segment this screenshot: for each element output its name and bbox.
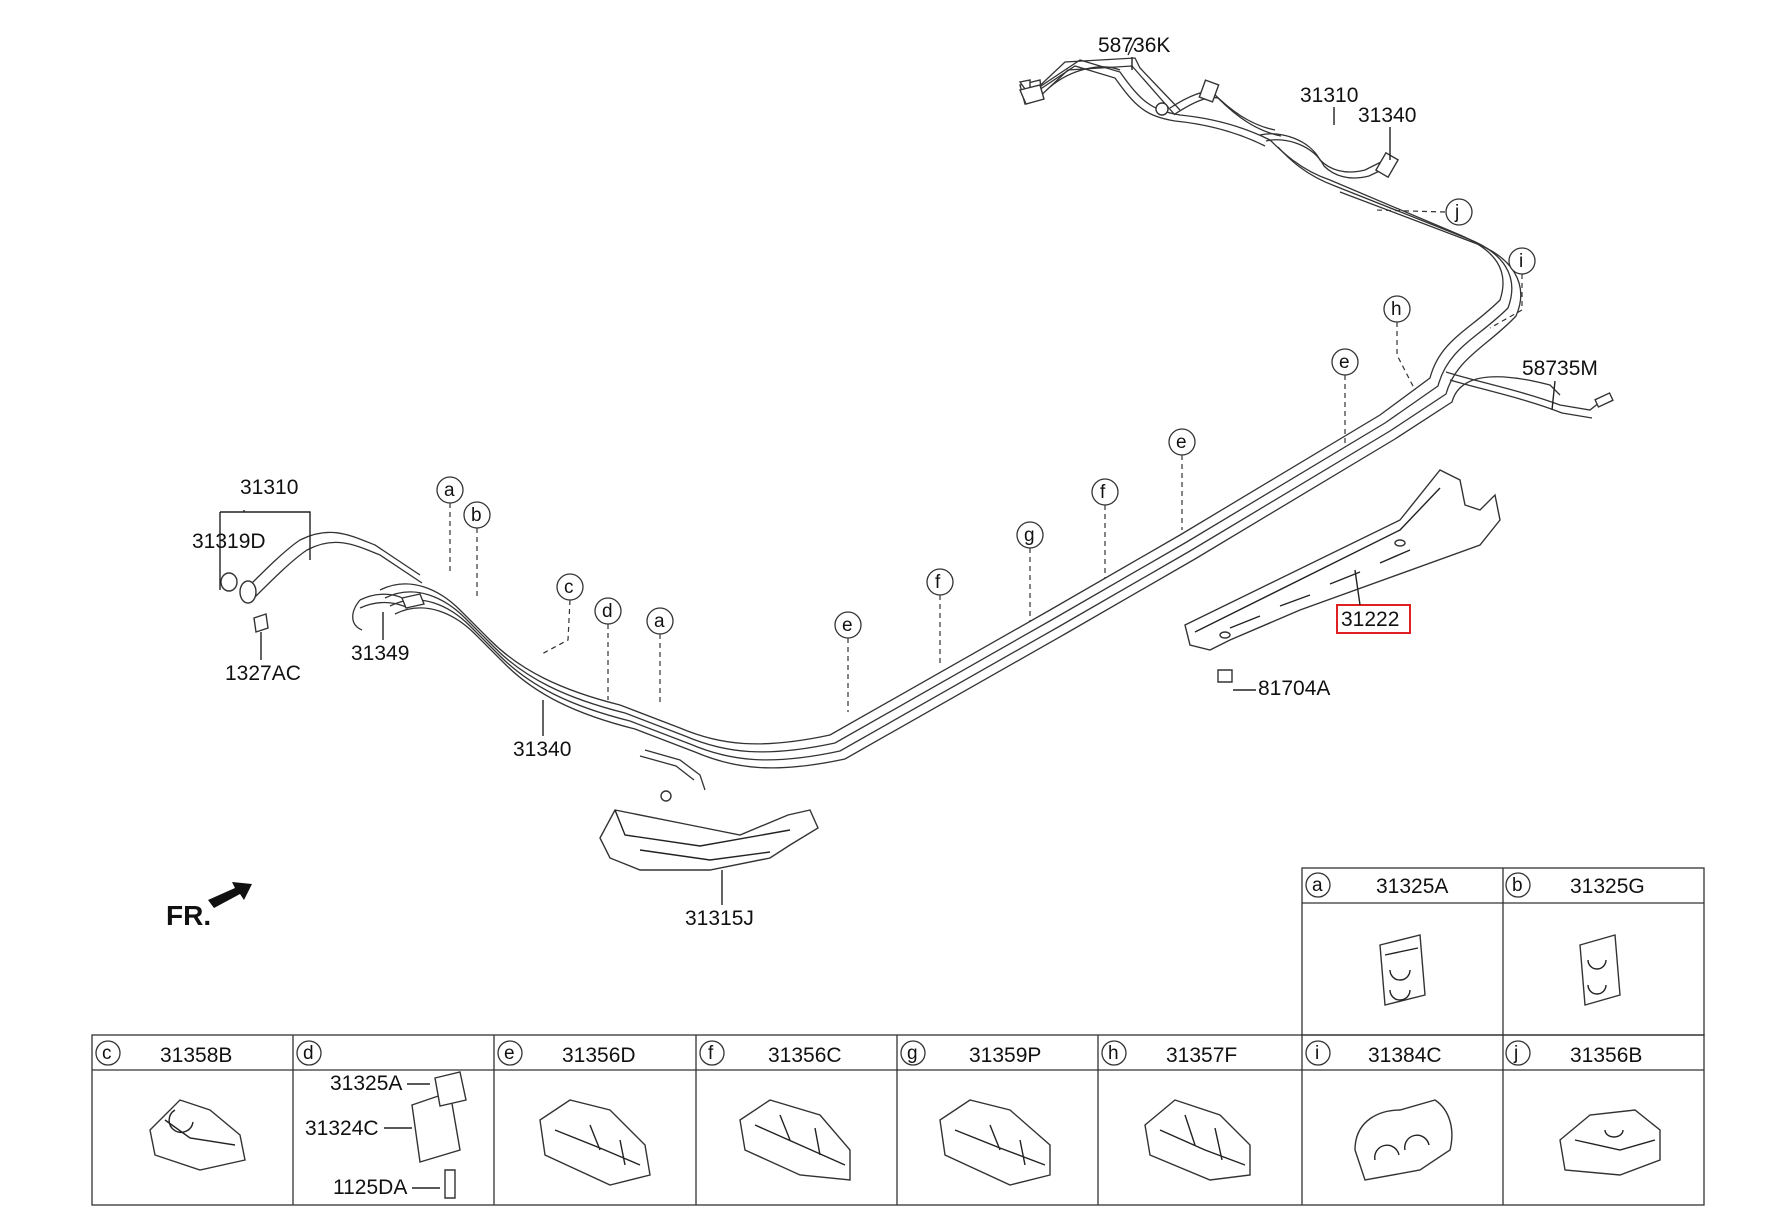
- part-labels: 58736K 31310 31340 58735M 31222 81704A 3…: [192, 34, 1598, 930]
- part-label-31340-left[interactable]: 31340: [513, 738, 571, 761]
- svg-text:i: i: [1315, 1043, 1319, 1064]
- svg-text:j: j: [1513, 1043, 1518, 1064]
- fuel-line-bundle: [379, 139, 1561, 769]
- callout-c[interactable]: c: [539, 573, 584, 656]
- callout-e2[interactable]: e: [1168, 428, 1196, 530]
- part-label-81704A[interactable]: 81704A: [1258, 677, 1330, 700]
- part-label-31222[interactable]: 31222: [1341, 608, 1399, 631]
- svg-text:g: g: [907, 1043, 918, 1064]
- svg-text:b: b: [1512, 875, 1523, 896]
- legend-cell-g[interactable]: g 31359P: [900, 1040, 1051, 1186]
- svg-text:31325A: 31325A: [1376, 875, 1448, 898]
- svg-text:a: a: [444, 480, 455, 501]
- callout-j[interactable]: j: [1374, 198, 1473, 226]
- svg-text:e: e: [1176, 432, 1187, 453]
- svg-text:e: e: [1339, 352, 1350, 373]
- part-label-31349[interactable]: 31349: [351, 642, 409, 665]
- heat-shield-31315J: [599, 749, 819, 871]
- part-label-58736K[interactable]: 58736K: [1098, 34, 1170, 57]
- svg-text:31384C: 31384C: [1368, 1044, 1442, 1067]
- callouts: a b c d a e f: [436, 198, 1536, 712]
- part-label-58735M[interactable]: 58735M: [1522, 357, 1598, 380]
- callout-f2[interactable]: f: [1091, 478, 1119, 578]
- legend-cell-j[interactable]: j 31356B: [1505, 1040, 1661, 1176]
- part-label-31310-left[interactable]: 31310: [240, 476, 298, 499]
- filler-hose-31310: [220, 531, 425, 633]
- callout-d[interactable]: d: [594, 597, 622, 700]
- callout-a2[interactable]: a: [646, 607, 674, 705]
- svg-text:h: h: [1391, 299, 1402, 320]
- svg-text:h: h: [1108, 1043, 1119, 1064]
- svg-text:d: d: [602, 601, 613, 622]
- legend-cell-i[interactable]: i 31384C: [1305, 1040, 1453, 1181]
- highlight-box-31222: [1336, 604, 1411, 634]
- legend-cell-c[interactable]: c 31358B: [95, 1040, 246, 1171]
- callout-b[interactable]: b: [463, 501, 491, 600]
- part-label-31310-top[interactable]: 31310: [1300, 84, 1358, 107]
- legend-cell-e[interactable]: e 31356D: [497, 1040, 651, 1186]
- svg-text:j: j: [1454, 202, 1459, 223]
- svg-text:a: a: [1312, 875, 1323, 896]
- svg-text:31325G: 31325G: [1570, 875, 1645, 898]
- svg-text:31356D: 31356D: [562, 1044, 636, 1067]
- svg-text:e: e: [842, 615, 853, 636]
- svg-text:31324C: 31324C: [305, 1117, 379, 1140]
- svg-text:31358B: 31358B: [160, 1044, 232, 1067]
- part-label-31340-top[interactable]: 31340: [1358, 104, 1416, 127]
- svg-text:f: f: [935, 572, 941, 593]
- svg-text:f: f: [708, 1043, 714, 1064]
- svg-text:e: e: [504, 1043, 515, 1064]
- svg-text:i: i: [1519, 251, 1523, 272]
- tube-58736K: [1019, 39, 1181, 116]
- svg-text:c: c: [102, 1043, 112, 1064]
- front-arrow: FR.: [166, 882, 252, 931]
- callout-f1[interactable]: f: [926, 568, 954, 665]
- callout-h[interactable]: h: [1383, 295, 1416, 391]
- legend-cell-a[interactable]: a 31325A: [1305, 872, 1448, 1006]
- front-label: FR.: [166, 900, 211, 931]
- svg-text:31359P: 31359P: [969, 1044, 1041, 1067]
- callout-a1[interactable]: a: [436, 476, 464, 575]
- svg-text:f: f: [1100, 482, 1106, 503]
- svg-text:31325A: 31325A: [330, 1072, 402, 1095]
- legend-table: a 31325A b 31325G c 31358B d 31325A 3132…: [91, 867, 1705, 1206]
- svg-text:a: a: [654, 611, 665, 632]
- svg-text:31356B: 31356B: [1570, 1044, 1642, 1067]
- svg-text:d: d: [303, 1043, 314, 1064]
- svg-text:g: g: [1024, 525, 1035, 546]
- callout-e1[interactable]: e: [834, 611, 862, 712]
- svg-text:1125DA: 1125DA: [333, 1176, 407, 1199]
- svg-text:b: b: [471, 505, 482, 526]
- legend-cell-b[interactable]: b 31325G: [1505, 872, 1645, 1006]
- callout-g[interactable]: g: [1016, 521, 1044, 622]
- callout-i[interactable]: i: [1489, 247, 1536, 329]
- svg-text:c: c: [564, 577, 574, 598]
- legend-cell-d[interactable]: d 31325A 31324C 1125DA: [296, 1040, 467, 1199]
- part-label-1327AC[interactable]: 1327AC: [225, 662, 301, 685]
- heat-shield-31222: [1184, 469, 1501, 683]
- part-label-31315J[interactable]: 31315J: [685, 907, 754, 930]
- callout-e3[interactable]: e: [1331, 348, 1359, 445]
- svg-text:31357F: 31357F: [1166, 1044, 1237, 1067]
- legend-cell-f[interactable]: f 31356C: [699, 1040, 851, 1181]
- svg-text:31356C: 31356C: [768, 1044, 842, 1067]
- part-label-31319D[interactable]: 31319D: [192, 530, 266, 553]
- legend-cell-h[interactable]: h 31357F: [1101, 1040, 1251, 1181]
